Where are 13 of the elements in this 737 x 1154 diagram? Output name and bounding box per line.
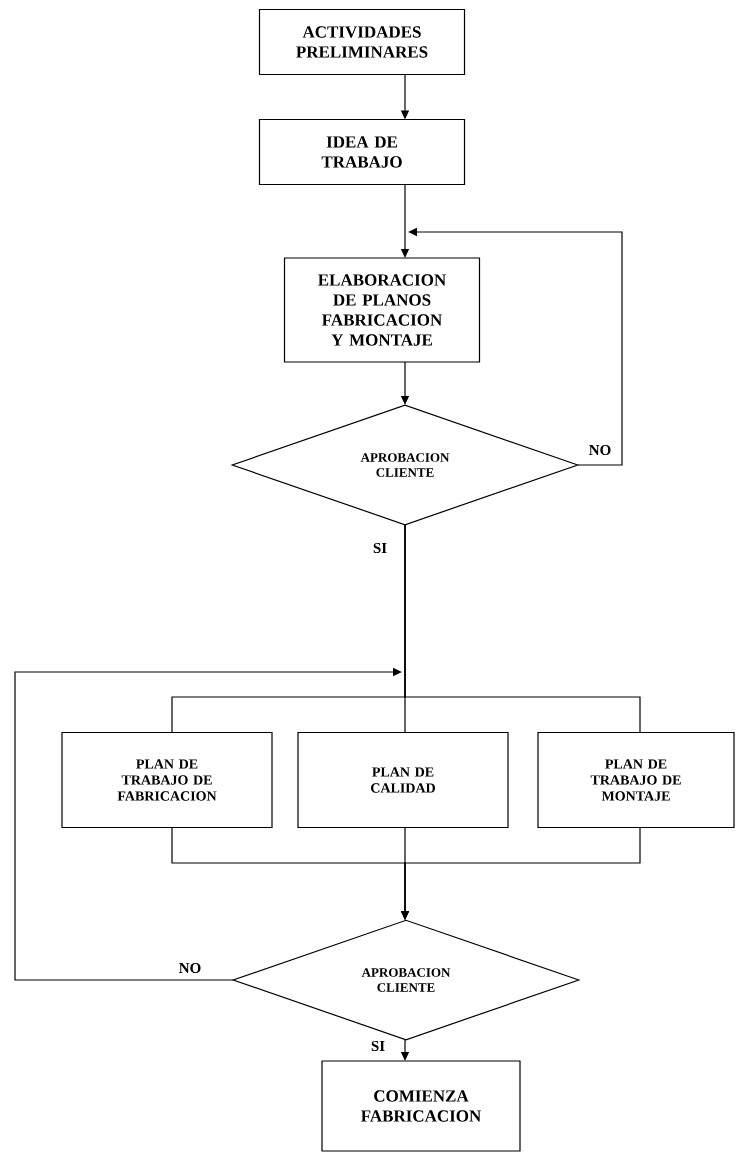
process-box: PLAN DE TRABAJO DE FABRICACION <box>61 731 273 829</box>
process-box: COMIENZA FABRICACION <box>321 1060 521 1152</box>
arrow <box>14 667 402 981</box>
edge-label: NO <box>587 443 613 457</box>
connector-line <box>404 524 641 734</box>
process-box: PLAN DE CALIDAD <box>297 731 509 829</box>
edge-label: SI <box>369 1039 387 1053</box>
edge-label: SI <box>371 541 389 555</box>
process-box: PLAN DE TRABAJO DE MONTAJE <box>537 731 735 829</box>
process-box: ACTIVIDADES PRELIMINARES <box>258 8 466 76</box>
process-box: IDEA DE TRABAJO <box>258 118 466 186</box>
process-box: ELABORACION DE PLANOS FABRICACION Y MONTAJE <box>283 257 481 363</box>
edge-label: NO <box>177 961 203 975</box>
